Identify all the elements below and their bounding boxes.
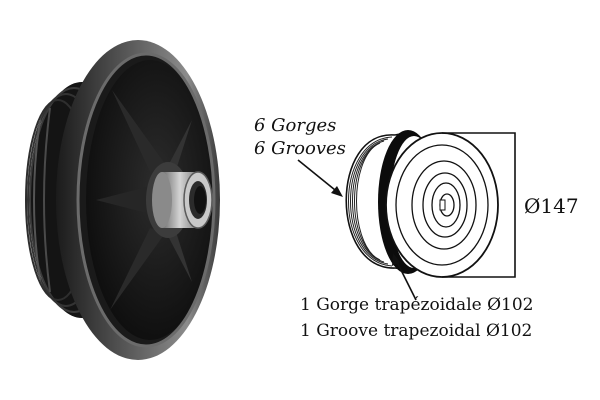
- grooves-label-en: 6 Grooves: [254, 138, 346, 159]
- pulley-schematic: [297, 130, 516, 301]
- center-hub: [146, 162, 213, 238]
- groove-arrow: [392, 253, 417, 301]
- pulley-photo: [25, 40, 220, 360]
- outer-diameter-label: Ø147: [524, 194, 579, 218]
- web-spokes: [96, 90, 192, 310]
- schematic-face: [385, 132, 499, 278]
- single-groove-label-fr: 1 Gorge trapézoidale Ø102: [300, 295, 534, 315]
- diameter-bracket: [442, 132, 516, 278]
- single-groove-label-en: 1 Groove trapezoidal Ø102: [300, 321, 533, 341]
- grooves-arrow: [297, 159, 343, 197]
- grooves-label-fr: 6 Gorges: [254, 115, 337, 136]
